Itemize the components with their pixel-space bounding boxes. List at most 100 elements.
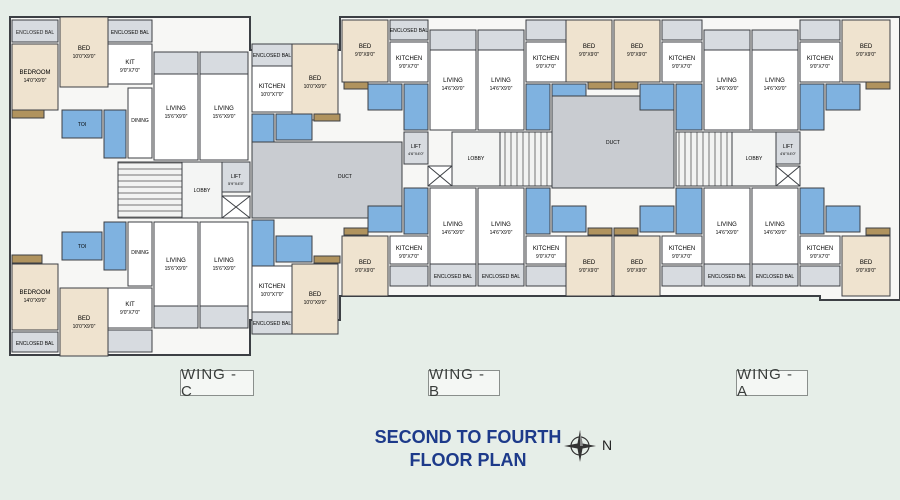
- kit-label: KIT: [125, 60, 135, 66]
- balcony-strip: [587, 81, 613, 90]
- toilet-room: [61, 231, 103, 261]
- wing-c-plan: ENCLOSED BAL BED 10'0"X9'0" ENCLOSED BAL…: [11, 16, 251, 357]
- bed-dim: 9'0"X9'0": [355, 268, 375, 274]
- enclosed-balcony-room: [153, 51, 199, 75]
- enclosed-balcony-room: [153, 305, 199, 329]
- lift-shaft: [403, 131, 429, 165]
- bed-room: [59, 16, 109, 88]
- toilet-room: [403, 187, 429, 235]
- lift-dim: 4'6"X4'0": [408, 151, 425, 156]
- living-dim: 15'6"X9'0": [213, 114, 236, 120]
- balcony-strip: [613, 227, 639, 236]
- enclosed-balcony-room: [199, 51, 249, 75]
- kitchen-label: KITCHEN: [807, 246, 833, 252]
- living-room: [199, 221, 249, 307]
- staircase: [117, 161, 183, 219]
- bed-label: BED: [583, 260, 596, 266]
- toilet-room: [525, 187, 551, 235]
- kitchen-dim: 9'0"X7'0": [672, 254, 692, 260]
- kitchen-dim: 10'0"X7'0": [261, 92, 284, 98]
- enclosed-balcony-room: [661, 19, 703, 41]
- bed-room: [341, 19, 389, 83]
- kitchen-dim: 9'0"X7'0": [810, 64, 830, 70]
- enclosed-balcony-label: ENCLOSED BAL: [253, 321, 292, 327]
- living-room: [703, 187, 751, 265]
- kitchen-label: KITCHEN: [396, 246, 422, 252]
- balcony-strip: [343, 227, 369, 236]
- kit-label: KIT: [125, 302, 135, 308]
- living-room: [429, 187, 477, 265]
- bed-dim: 9'0"X9'0": [579, 268, 599, 274]
- dining-label: DINING: [131, 250, 149, 256]
- lift-dim: 5'9"X4'5": [228, 181, 245, 186]
- kitchen-label: KITCHEN: [669, 246, 695, 252]
- bed-room: [565, 19, 613, 83]
- bed-label: BED: [631, 260, 644, 266]
- kitchen-room: [661, 41, 703, 83]
- kitchen-label: KITCHEN: [669, 56, 695, 62]
- enclosed-balcony-room: [477, 263, 525, 287]
- bedroom-dim: 14'0"X9'0": [24, 78, 47, 84]
- duct-area: [251, 141, 403, 219]
- living-room: [153, 221, 199, 307]
- kitchen-room: [525, 41, 567, 83]
- compass-icon: [564, 430, 596, 462]
- living-label: LIVING: [491, 222, 511, 228]
- toilet-room: [675, 83, 703, 131]
- toilet-room: [525, 83, 551, 131]
- wing-c-b-junction: ENCLOSED BAL KITCHEN 10'0"X7'0" BED 10'0…: [251, 43, 403, 335]
- enclosed-balcony-room: [389, 19, 429, 41]
- balcony-strip: [865, 81, 891, 90]
- balcony-strip: [11, 254, 43, 264]
- kitchen-label: KITCHEN: [533, 56, 559, 62]
- bed-dim: 9'0"X9'0": [856, 268, 876, 274]
- lift-label: LIFT: [231, 174, 241, 180]
- living-room: [477, 187, 525, 265]
- living-dim: 14'6"X9'0": [490, 86, 513, 92]
- bed-room: [841, 235, 891, 297]
- living-dim: 14'6"X9'0": [764, 86, 787, 92]
- bed-room: [341, 235, 389, 297]
- toilet-label: TOI: [78, 122, 86, 128]
- bed-room: [613, 235, 661, 297]
- bed-label: BED: [309, 76, 322, 82]
- enclosed-balcony-room: [429, 29, 477, 51]
- balcony-strip: [11, 109, 45, 119]
- duct-label: DUCT: [338, 174, 352, 180]
- bedroom-dim: 14'0"X9'0": [24, 298, 47, 304]
- bedroom-label: BEDROOM: [19, 290, 50, 296]
- enclosed-balcony-room: [107, 329, 153, 353]
- living-label: LIVING: [717, 78, 737, 84]
- toilet-room: [639, 83, 675, 111]
- wing-c-label: WING - C: [180, 366, 254, 400]
- bed-label: BED: [860, 44, 873, 50]
- lift-label: LIFT: [411, 144, 421, 150]
- toilet-room: [825, 205, 861, 233]
- balcony-strip: [865, 227, 891, 236]
- living-label: LIVING: [443, 78, 463, 84]
- lift-shaft: [775, 131, 801, 165]
- dining-room: [127, 221, 153, 287]
- toilet-label: TOI: [78, 244, 86, 250]
- bedroom-room: [11, 43, 59, 111]
- dining-room: [127, 87, 153, 159]
- living-dim: 14'6"X9'0": [442, 230, 465, 236]
- kitchen-room: [389, 235, 429, 265]
- bed-label: BED: [78, 316, 91, 322]
- kit-dim: 9'0"X7'0": [120, 68, 140, 74]
- living-label: LIVING: [214, 258, 234, 264]
- living-dim: 15'6"X9'0": [165, 266, 188, 272]
- living-room: [429, 49, 477, 131]
- living-dim: 15'6"X9'0": [165, 114, 188, 120]
- living-label: LIVING: [765, 222, 785, 228]
- balcony-strip: [613, 81, 639, 90]
- toilet-room: [103, 221, 127, 271]
- toilet-room: [825, 83, 861, 111]
- kitchen-dim: 9'0"X7'0": [672, 64, 692, 70]
- living-label: LIVING: [166, 106, 186, 112]
- living-dim: 14'6"X9'0": [442, 86, 465, 92]
- bed-label: BED: [631, 44, 644, 50]
- bed-dim: 10'0"X9'0": [73, 324, 96, 330]
- enclosed-balcony-room: [525, 265, 567, 287]
- kitchen-dim: 9'0"X7'0": [536, 254, 556, 260]
